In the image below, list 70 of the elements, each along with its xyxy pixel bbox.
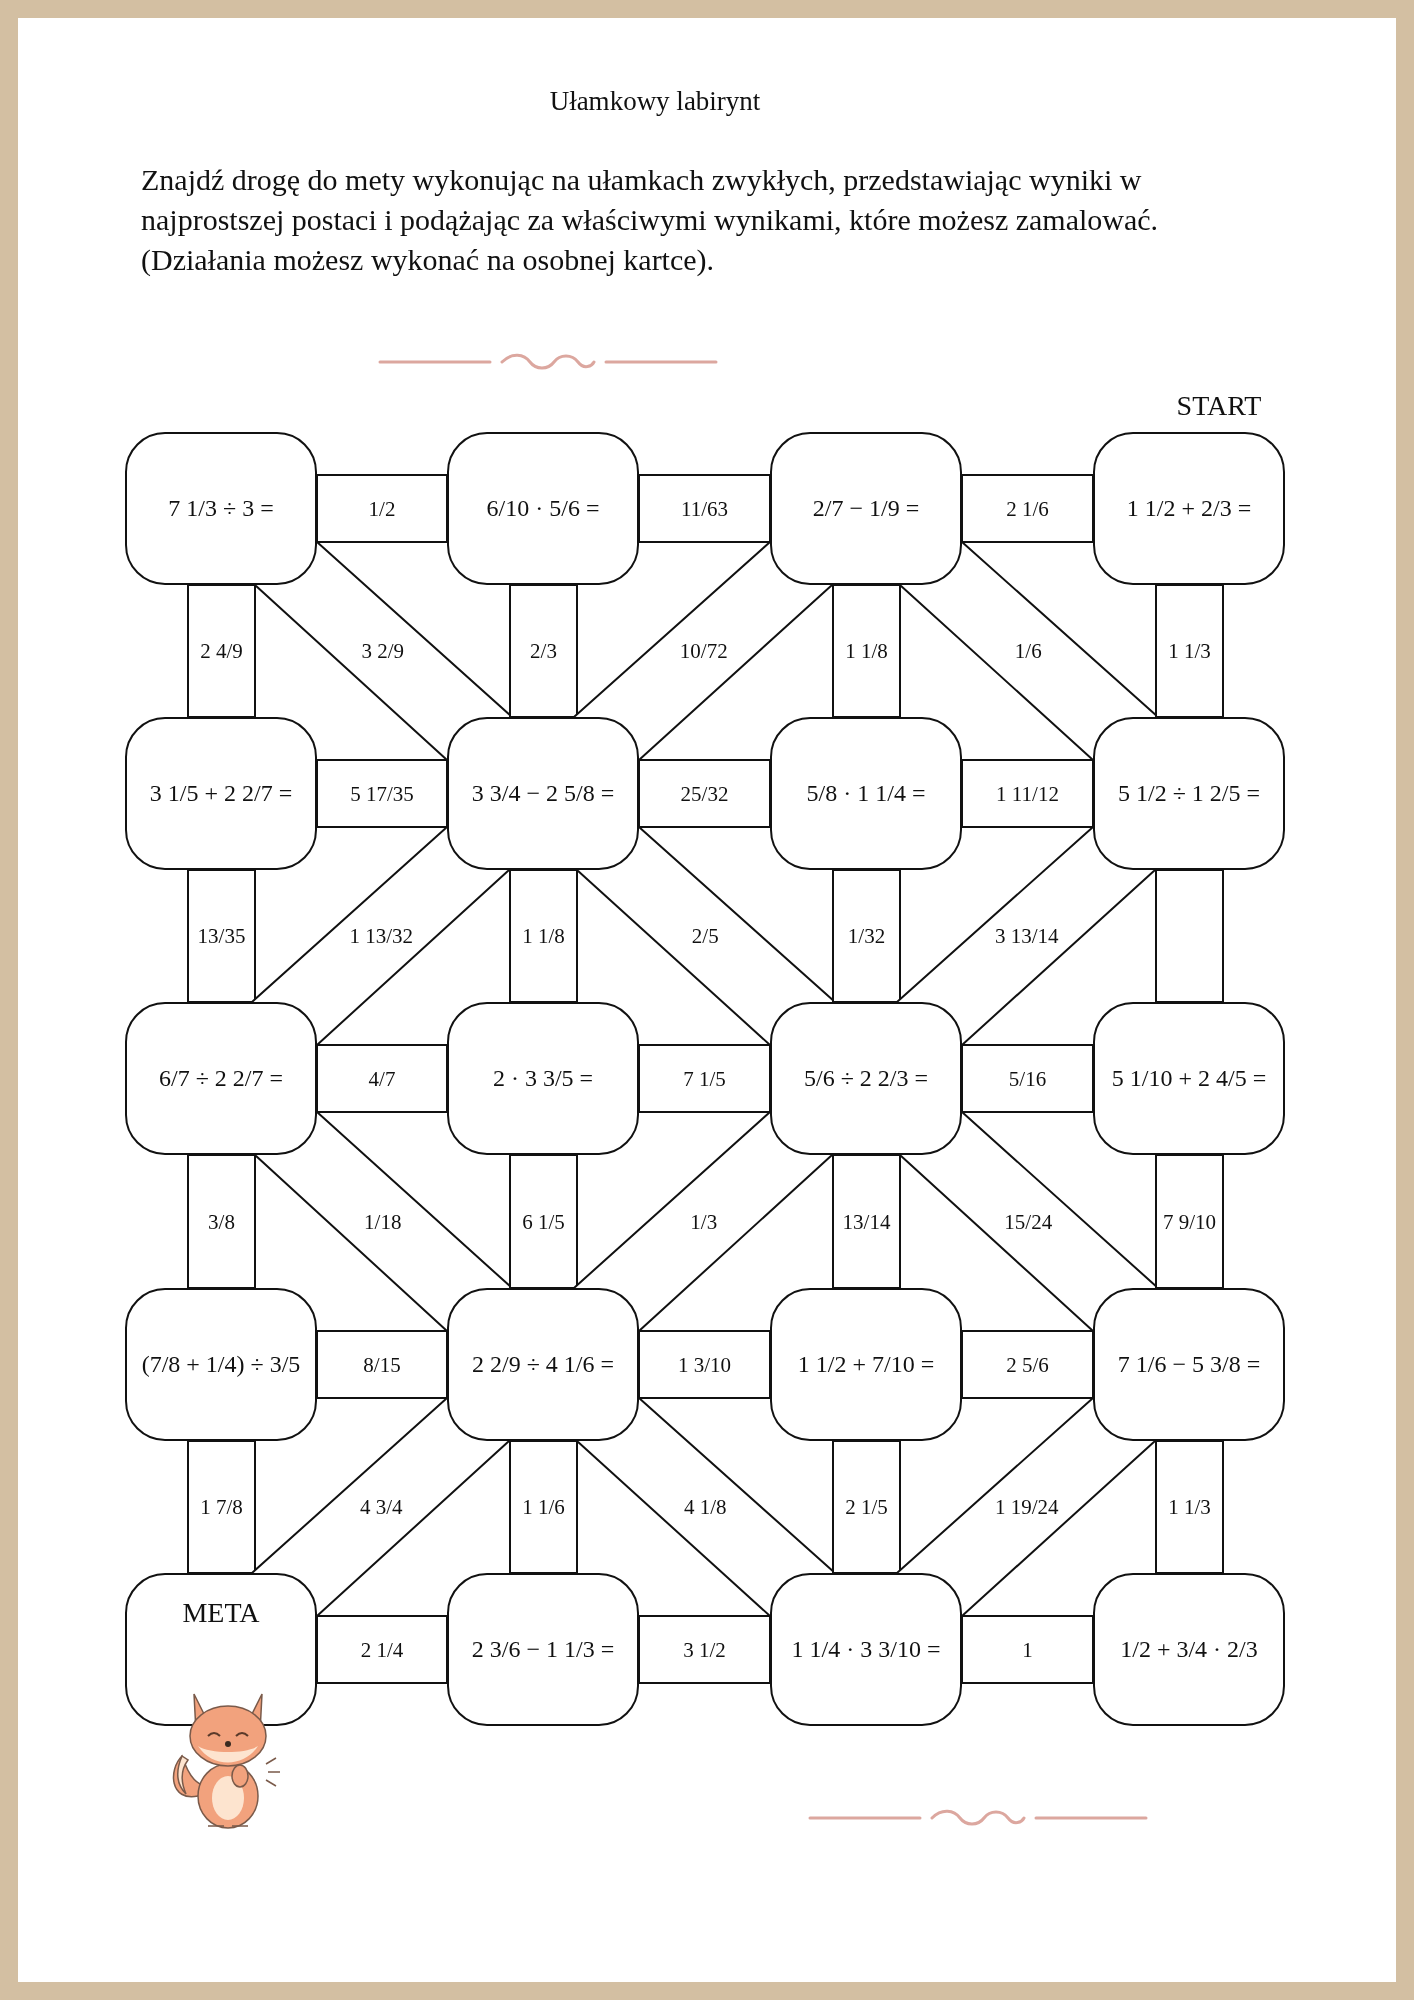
equation-text: 2/7 − 1/9 = [812, 495, 920, 522]
equation-box [1093, 1002, 1285, 1155]
equation-text: 1 1/4 · 3 3/10 = [791, 1636, 941, 1663]
answer-path-band [1155, 1440, 1224, 1574]
equation-text: 3 1/5 + 2 2/7 = [149, 780, 293, 807]
equation-box [770, 1288, 962, 1441]
answer-path-band [509, 584, 578, 718]
equation-text: 6/7 ÷ 2 2/7 = [158, 1065, 283, 1092]
equation-box [447, 717, 639, 870]
answer-path-band [961, 1615, 1094, 1684]
start-label: START [1175, 390, 1263, 422]
equation-box [770, 432, 962, 585]
answer-path-band [316, 1044, 448, 1113]
equation-box [125, 1002, 317, 1155]
answer-path-band [509, 869, 578, 1003]
answer-path-band [509, 1154, 578, 1289]
equation-text: 6/10 · 5/6 = [486, 495, 600, 522]
equation-text: 5/6 ÷ 2 2/3 = [803, 1065, 928, 1092]
answer-path-band [961, 1330, 1094, 1399]
equation-text: 7 1/3 ÷ 3 = [168, 495, 274, 522]
answer-path-band [961, 474, 1094, 543]
answer-path-band [638, 759, 771, 828]
answer-path-band [316, 1330, 448, 1399]
equation-box [447, 1573, 639, 1726]
equation-text: 2 · 3 3/5 = [492, 1065, 594, 1092]
equation-box [125, 432, 317, 585]
equation-box [770, 717, 962, 870]
equation-box [447, 1288, 639, 1441]
answer-path-band [832, 584, 901, 718]
answer-path-band [1155, 584, 1224, 718]
answer-path-band [187, 584, 256, 718]
answer-path-band [509, 1440, 578, 1574]
equation-text: 7 1/6 − 5 3/8 = [1117, 1351, 1261, 1378]
equation-text: 2 2/9 ÷ 4 1/6 = [471, 1351, 614, 1378]
equation-box [125, 717, 317, 870]
answer-path-band [316, 474, 448, 543]
answer-path-band [832, 869, 901, 1003]
equation-box [770, 1002, 962, 1155]
equation-box [1093, 1288, 1285, 1441]
equation-box [447, 1002, 639, 1155]
answer-path-band [638, 1044, 771, 1113]
instruction-text: Znajdź drogę do mety wykonując na ułamkach zwykłych, przedstawiając wyniki w najprostszej postaci i podążając za właściwymi wynikami, które możesz zamalować. (Działania możesz wykonać na osobnej kartce). [141, 162, 1160, 278]
finish-label: META [182, 1597, 260, 1629]
answer-path-band [638, 474, 771, 543]
answer-path-band [1155, 869, 1224, 1003]
answer-path-band [187, 869, 256, 1003]
answer-path-band [832, 1440, 901, 1574]
title: Ułamkowy labirynt [548, 86, 762, 117]
equation-text: (7/8 + 1/4) ÷ 3/5 [141, 1351, 301, 1378]
equation-text: 5 1/2 ÷ 1 2/5 = [1117, 780, 1260, 807]
finish-box [125, 1573, 317, 1726]
equation-box [1093, 1573, 1285, 1726]
equation-text: 5 1/10 + 2 4/5 = [1111, 1065, 1267, 1092]
equation-box [770, 1573, 962, 1726]
equation-box [125, 1288, 317, 1441]
equation-box [1093, 432, 1285, 585]
answer-path-band [832, 1154, 901, 1289]
equation-text: 1 1/2 + 2/3 = [1126, 495, 1252, 522]
answer-path-band [316, 1615, 448, 1684]
answer-path-band [961, 1044, 1094, 1113]
equation-text: 1 1/2 + 7/10 = [797, 1351, 935, 1378]
equation-box [1093, 717, 1285, 870]
answer-path-band [638, 1615, 771, 1684]
answer-path-band [187, 1440, 256, 1574]
equation-text: 1/2 + 3/4 · 2/3 [1120, 1636, 1258, 1663]
equation-box [447, 432, 639, 585]
equation-text: 5/8 · 1 1/4 = [806, 780, 926, 807]
equation-text: 3 3/4 − 2 5/8 = [471, 780, 615, 807]
answer-path-band [187, 1154, 256, 1289]
equation-text: 2 3/6 − 1 1/3 = [471, 1636, 615, 1663]
